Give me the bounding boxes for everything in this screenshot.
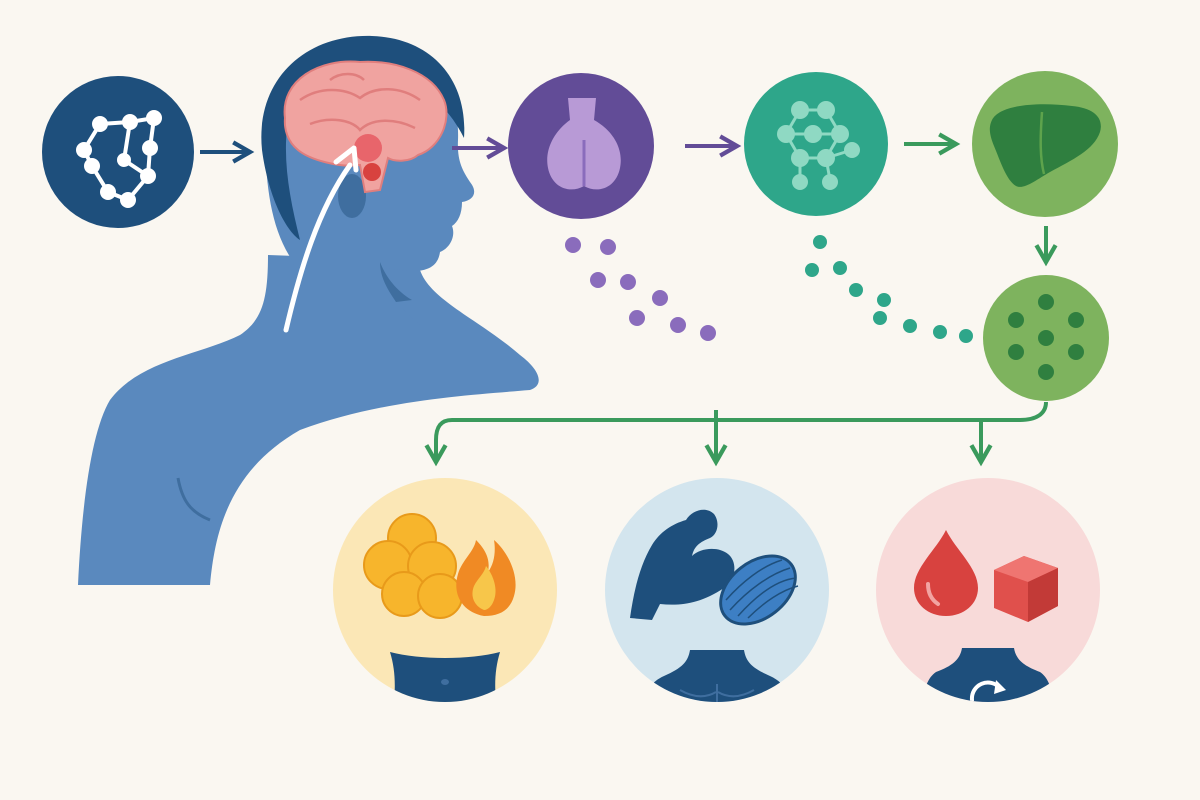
circulating-particles-icon [1008,294,1084,380]
pituitary-node [508,73,654,219]
human-ear [338,174,366,218]
muscle-icon [719,554,799,626]
blood-drop-icon [914,530,978,616]
flexed-arm-icon [630,509,735,620]
distribution-arrows [424,401,1048,467]
molecule-node [42,76,194,228]
fat-cells-icon [363,513,463,619]
signal-arrow-head [333,145,359,173]
purple-secretion-dots [565,237,716,341]
fat-burning-icon [456,540,516,616]
liver-node [972,71,1118,217]
neck-shade [380,262,412,302]
circulating-factor-node [983,275,1109,401]
shoulder-crease [176,477,211,522]
liver-icon [989,104,1101,187]
human-torso [78,255,539,585]
molecule-atoms [76,110,162,208]
fat-metabolism-node [333,478,557,702]
hormone-cluster-node [744,72,888,216]
brain-hypothalamus-icon [283,60,448,194]
sugar-cube-icon [994,556,1058,622]
hormone-molecules-icon [777,101,860,190]
signal-arrow [283,162,353,333]
torso-waist-icon [390,652,500,702]
human-figure [78,35,539,585]
teal-secretion-dots [805,235,973,343]
blood-glucose-node [876,478,1100,702]
muscle-growth-node [605,478,829,702]
